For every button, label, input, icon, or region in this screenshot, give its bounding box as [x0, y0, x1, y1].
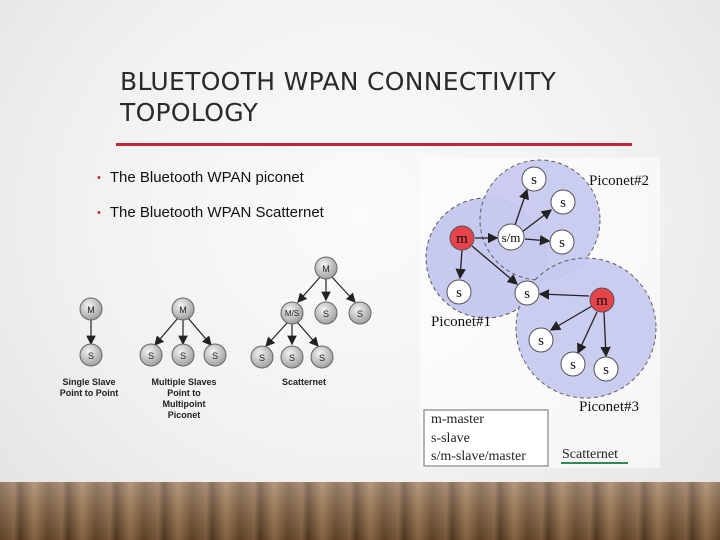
slave-node: S — [79, 343, 103, 367]
caption-line: Piconet — [168, 410, 201, 420]
piconet-3-area — [515, 257, 657, 399]
bullet-dot-icon: • — [97, 207, 101, 219]
single-slave-group: M S Single Slave Point to Point — [60, 297, 119, 398]
slave-node: S — [171, 343, 195, 367]
caption-line: Multiple Slaves — [151, 377, 216, 387]
svg-text:S: S — [289, 353, 295, 363]
slave-node: s — [560, 351, 586, 377]
slave-node: S — [203, 343, 227, 367]
svg-text:S: S — [319, 353, 325, 363]
slave-node: s — [549, 229, 575, 255]
svg-text:M: M — [179, 305, 187, 315]
slave-node: S — [250, 345, 274, 369]
svg-text:s: s — [603, 362, 609, 378]
caption-line: Scatternet — [282, 377, 326, 387]
slave-node: S — [314, 301, 338, 325]
svg-text:S: S — [212, 351, 218, 361]
svg-text:s: s — [559, 235, 565, 251]
master-node: M — [314, 256, 338, 280]
scatternet-tree-group: M M/S S S S S — [250, 256, 372, 387]
svg-text:S: S — [88, 351, 94, 361]
svg-text:S: S — [357, 309, 363, 319]
master-node: m — [449, 225, 475, 251]
slave-node: s — [528, 327, 554, 353]
master-node: M — [171, 297, 195, 321]
svg-text:M: M — [322, 264, 330, 274]
svg-text:m: m — [596, 293, 608, 309]
slave-node: s — [446, 279, 472, 305]
wood-floor — [0, 482, 720, 540]
bullet-dot-icon: • — [97, 172, 101, 184]
slave-node: S — [139, 343, 163, 367]
legend: m-master s-slave s/m-slave/master — [423, 409, 549, 467]
bullet-text: The Bluetooth WPAN Scatternet — [109, 204, 324, 221]
caption-line: Point to — [167, 388, 201, 398]
legend-item: m-master — [431, 412, 484, 427]
svg-text:S: S — [323, 309, 329, 319]
bullet-text: The Bluetooth WPAN piconet — [109, 169, 304, 186]
svg-text:S: S — [259, 353, 265, 363]
piconet-2-label: Piconet#2 — [589, 173, 649, 189]
piconet-3-label: Piconet#3 — [579, 399, 639, 415]
slave-node: S — [310, 345, 334, 369]
scatternet-caption: Scatternet — [562, 447, 618, 462]
svg-text:S: S — [180, 351, 186, 361]
bullet-item: • The Bluetooth WPAN piconet — [97, 169, 304, 186]
svg-text:s: s — [531, 172, 537, 188]
svg-text:s: s — [456, 285, 462, 301]
master-node: m — [589, 287, 615, 313]
piconet-1-label: Piconet#1 — [431, 314, 491, 330]
svg-text:M/S: M/S — [285, 309, 299, 318]
caption-line: Single Slave — [62, 377, 115, 387]
legend-item: s-slave — [431, 431, 470, 446]
slave-node: s — [550, 189, 576, 215]
title-underline — [116, 143, 632, 146]
slave-node: s — [593, 356, 619, 382]
slave-node: s — [514, 280, 540, 306]
master-node: M — [79, 297, 103, 321]
title-line-1: BLUETOOTH WPAN CONNECTIVITY — [120, 67, 557, 96]
bullet-item: • The Bluetooth WPAN Scatternet — [97, 204, 324, 221]
caption-line: Point to Point — [60, 388, 119, 398]
slave-node: s — [521, 166, 547, 192]
caption-line: Multipoint — [163, 399, 206, 409]
legend-item: s/m-slave/master — [431, 449, 526, 464]
slave-node: S — [280, 345, 304, 369]
master-slave-node: M/S — [280, 301, 304, 325]
svg-text:s: s — [560, 195, 566, 211]
svg-text:M: M — [87, 305, 95, 315]
svg-text:S: S — [148, 351, 154, 361]
slide-title: BLUETOOTH WPAN CONNECTIVITY TOPOLOGY — [120, 66, 640, 128]
title-line-2: TOPOLOGY — [120, 98, 259, 127]
scatternet-figure: m s/m s s s s — [420, 158, 660, 468]
svg-text:s: s — [538, 333, 544, 349]
slave-master-node: s/m — [497, 223, 525, 251]
svg-text:m: m — [456, 231, 468, 247]
svg-text:s: s — [570, 357, 576, 373]
svg-text:s/m: s/m — [502, 230, 521, 245]
multiple-slaves-group: M S S S Multiple Slaves Point to Multipo… — [139, 297, 227, 420]
svg-text:s: s — [524, 286, 530, 302]
slave-node: S — [348, 301, 372, 325]
wood-floor-shade — [0, 482, 720, 540]
